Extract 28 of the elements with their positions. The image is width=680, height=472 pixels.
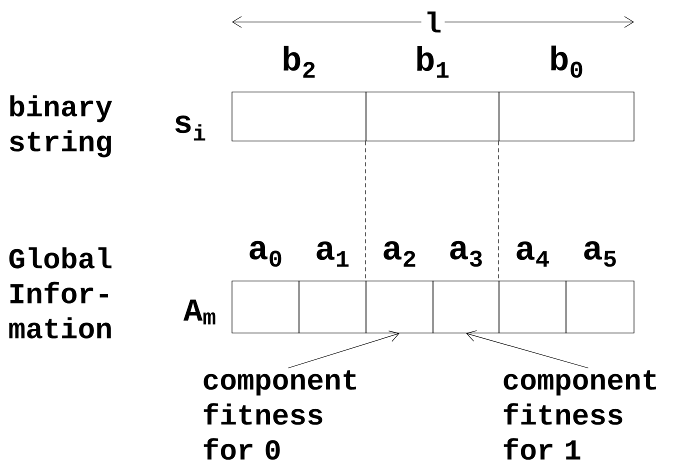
dimension-label: l [421,8,445,36]
bit-label: a$_{1}$ [316,241,349,267]
bit-label: a$_{5}$ [584,241,616,267]
arrow [466,330,588,368]
bit-label: a$_{0}$ [250,240,282,267]
row-label: binary string [10,95,112,158]
symbol-label: A$_{m}$ [183,300,216,324]
array-cell [232,280,300,334]
string-cell [366,92,500,142]
array-cell [366,280,434,334]
string-cell [232,92,366,142]
dashed-line [498,141,499,281]
row-label: Global Infor- mation [9,247,112,338]
callout-text: component fitness for 1 [504,370,656,460]
bit-label: b$_{2}$ [284,46,315,78]
callout-text: component fitness for 0 [204,370,356,460]
bit-label: a$_{2}$ [384,241,416,267]
array-cell [298,280,366,334]
array-cell [566,280,634,334]
bit-label: b$_{0}$ [551,46,582,78]
bit-label: a$_{3}$ [450,240,482,267]
string-cell [498,92,634,142]
array-cell [498,280,566,334]
bit-label: b$_{1}$ [417,46,449,78]
array-cell [432,280,500,334]
bit-label: a$_{4}$ [516,241,549,267]
arrow [288,330,400,368]
dashed-line [365,141,366,281]
